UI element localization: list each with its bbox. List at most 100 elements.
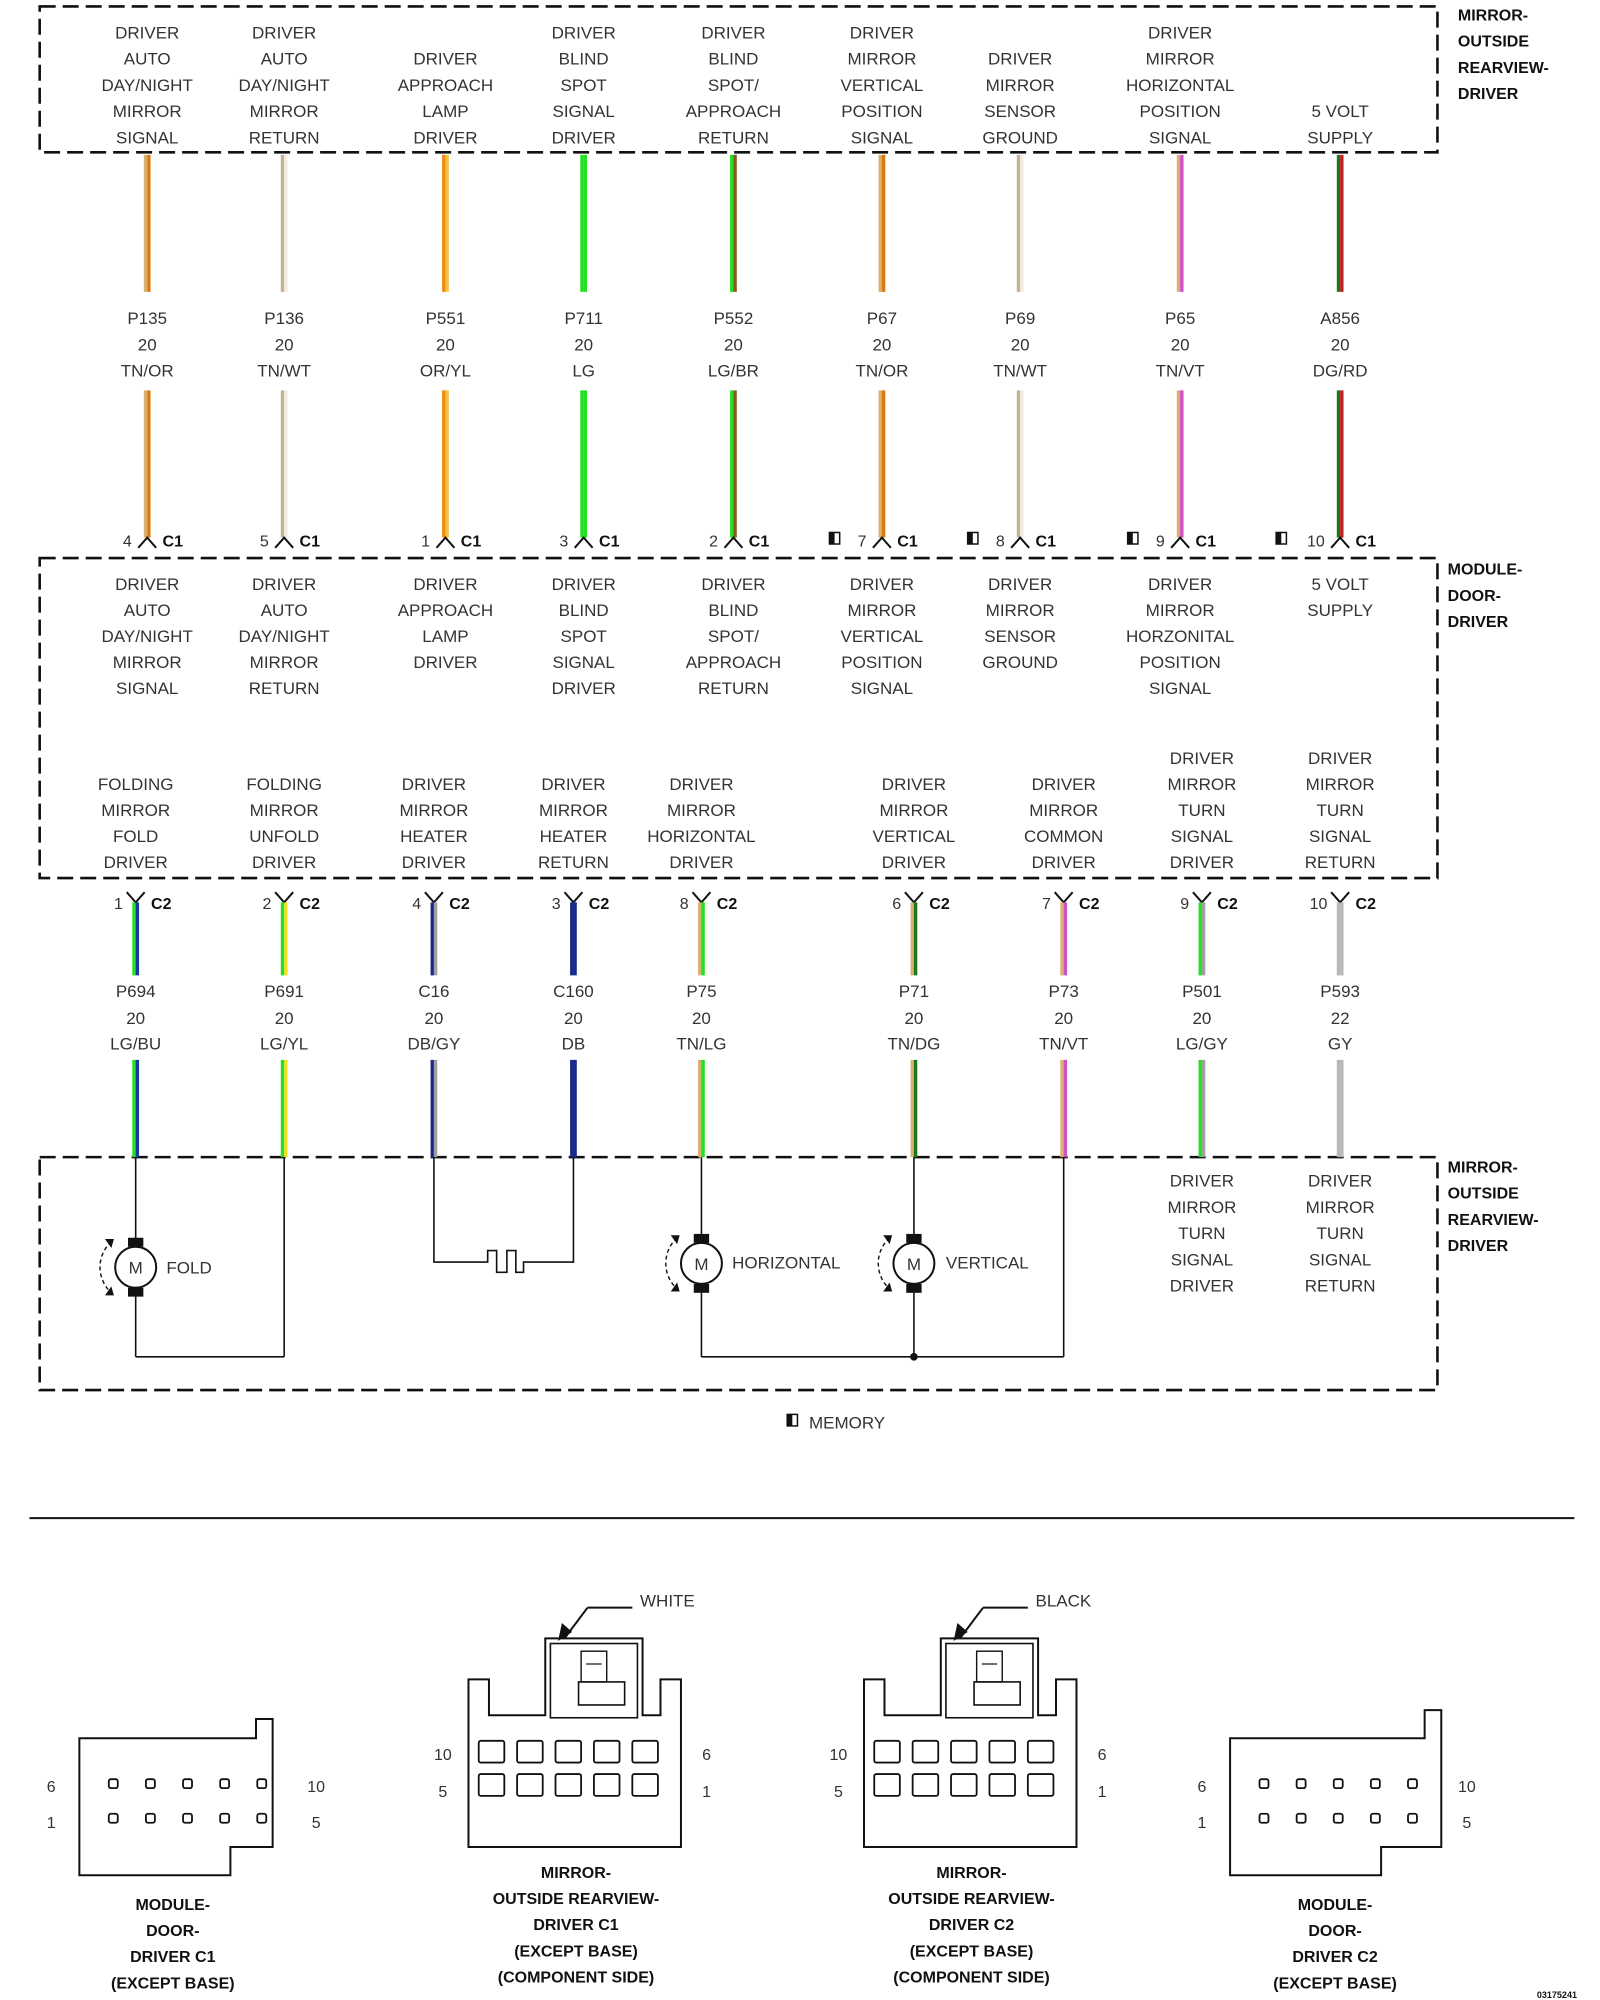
c2-module-label: DRIVER xyxy=(669,775,733,794)
c1-top-label: MIRROR xyxy=(986,76,1055,95)
c2-circuit-id: C16 xyxy=(418,982,449,1001)
connector-view-title: MIRROR- xyxy=(936,1865,1006,1882)
connector-view-title: (COMPONENT SIDE) xyxy=(498,1970,654,1987)
connector-view-title: MIRROR- xyxy=(541,1865,611,1882)
connector-view-title: OUTSIDE REARVIEW- xyxy=(493,1891,660,1908)
c2-pin-chevron xyxy=(1330,891,1350,904)
c1-pin-number: 4 xyxy=(123,534,132,551)
c2-module-label: MIRROR xyxy=(667,801,736,820)
bottom-component-title: DRIVER xyxy=(1448,1238,1509,1255)
connector-view-title: (EXCEPT BASE) xyxy=(514,1943,638,1960)
mirror-bottom-box xyxy=(38,1155,1439,1392)
c2-gauge: 20 xyxy=(904,1009,923,1028)
c2-pin-chevron xyxy=(1053,891,1074,904)
module-connector-pin xyxy=(182,1778,193,1790)
bottom-component-title: OUTSIDE xyxy=(1448,1186,1519,1203)
c2-module-label: TURN xyxy=(1178,801,1225,820)
top-component-title: DRIVER xyxy=(1458,86,1519,103)
c2-module-label: DRIVER xyxy=(104,853,168,872)
c1-module-label: SENSOR xyxy=(984,627,1056,646)
c2-module-label: DRIVER xyxy=(1170,853,1234,872)
c1-module-label: MIRROR xyxy=(250,653,319,672)
c1-circuit-id: P135 xyxy=(127,309,167,328)
c1-gauge: 20 xyxy=(1011,336,1030,355)
bottom-component-title: REARVIEW- xyxy=(1448,1212,1539,1229)
c1-module-label: MIRROR xyxy=(113,653,182,672)
c1-connector-id: C1 xyxy=(300,534,321,551)
c2-pin-number: 2 xyxy=(262,896,271,913)
module-connector-pin xyxy=(145,1778,156,1790)
connector-pin-label: 10 xyxy=(434,1747,452,1764)
c1-module-label: SPOT/ xyxy=(708,627,759,646)
c2-module-label: DRIVER xyxy=(402,853,466,872)
connector-view-title: DRIVER C1 xyxy=(533,1917,618,1934)
turn-signal-driver-label: TURN xyxy=(1178,1224,1225,1243)
c1-module-label: DRIVER xyxy=(1148,575,1212,594)
motor-label: VERTICAL xyxy=(946,1253,1029,1272)
c1-pin-chevron xyxy=(1010,536,1030,549)
c2-color-code: DB/GY xyxy=(407,1035,460,1054)
rotation-arrowhead xyxy=(883,1235,893,1245)
connector-pin-label: 1 xyxy=(47,1815,56,1832)
c2-circuit-id: P593 xyxy=(1320,982,1360,1001)
c2-module-label: RETURN xyxy=(538,853,609,872)
c1-circuit-id: P67 xyxy=(867,309,897,328)
mirror-connector-pin xyxy=(1026,1739,1055,1764)
motor-terminal xyxy=(128,1287,144,1297)
mirror-connector-pin xyxy=(950,1739,978,1764)
c1-top-label: DRIVER xyxy=(552,23,616,42)
c1-top-label: LAMP xyxy=(422,102,468,121)
c2-pin-chevron xyxy=(1192,891,1212,904)
connector-view-title: DRIVER C1 xyxy=(130,1949,215,1966)
c2-module-label: RETURN xyxy=(1305,853,1376,872)
c2-color-code: TN/VT xyxy=(1039,1035,1088,1054)
c2-connector-id: C2 xyxy=(300,896,321,913)
memory-legend-marker-fill xyxy=(787,1414,793,1426)
connector-view-title: (EXCEPT BASE) xyxy=(1273,1975,1397,1992)
module-connector-pin xyxy=(1407,1812,1418,1824)
c1-top-label: SIGNAL xyxy=(1149,128,1211,147)
c2-module-label: SIGNAL xyxy=(1171,827,1233,846)
motor-icon xyxy=(679,1241,723,1285)
c1-top-label: SENSOR xyxy=(984,102,1056,121)
c1-module-label: DRIVER xyxy=(552,575,616,594)
c1-pin-chevron xyxy=(435,536,456,549)
c2-color-code: LG/GY xyxy=(1176,1035,1228,1054)
c1-circuit-id: P136 xyxy=(264,309,304,328)
c1-module-label: DRIVER xyxy=(552,679,616,698)
c1-pin-chevron xyxy=(1330,536,1350,549)
heater-element xyxy=(433,1157,575,1274)
memory-marker-fill xyxy=(967,532,973,544)
c2-gauge: 20 xyxy=(275,1009,294,1028)
c1-module-label: APPROACH xyxy=(686,653,781,672)
c1-module-label: HORZONITAL xyxy=(1126,627,1234,646)
c1-top-label: APPROACH xyxy=(398,76,493,95)
latch-color-label: BLACK xyxy=(1036,1591,1092,1610)
c2-module-label: MIRROR xyxy=(1029,801,1098,820)
c1-pin-chevron xyxy=(723,536,744,549)
c1-connector-id: C1 xyxy=(599,534,620,551)
module-connector-pin xyxy=(145,1812,156,1824)
c2-module-label: MIRROR xyxy=(879,801,948,820)
c1-top-label: AUTO xyxy=(124,50,171,69)
c1-module-label: MIRROR xyxy=(1146,601,1215,620)
c2-circuit-id: P691 xyxy=(264,982,304,1001)
c2-color-code: LG/YL xyxy=(260,1035,308,1054)
turn-signal-driver-label: MIRROR xyxy=(1167,1198,1236,1217)
c2-pin-chevron xyxy=(691,891,712,904)
c1-module-label: SIGNAL xyxy=(1149,679,1211,698)
c1-color-code: TN/WT xyxy=(993,361,1047,380)
c1-top-label: SIGNAL xyxy=(851,128,913,147)
c1-connector-id: C1 xyxy=(461,534,482,551)
c2-module-label: COMMON xyxy=(1024,827,1103,846)
latch-pointer-head xyxy=(558,1623,573,1641)
c1-pin-chevron xyxy=(872,536,892,549)
c2-module-label: FOLD xyxy=(113,827,158,846)
connector-latch-inner xyxy=(577,1681,626,1706)
mirror-connector-pin xyxy=(631,1739,659,1764)
c2-connector-id: C2 xyxy=(1356,896,1377,913)
connector-view-title: MODULE- xyxy=(135,1897,210,1914)
c2-module-label: DRIVER xyxy=(1308,749,1372,768)
c1-pin-number: 2 xyxy=(709,534,718,551)
c1-pin-number: 1 xyxy=(421,534,430,551)
